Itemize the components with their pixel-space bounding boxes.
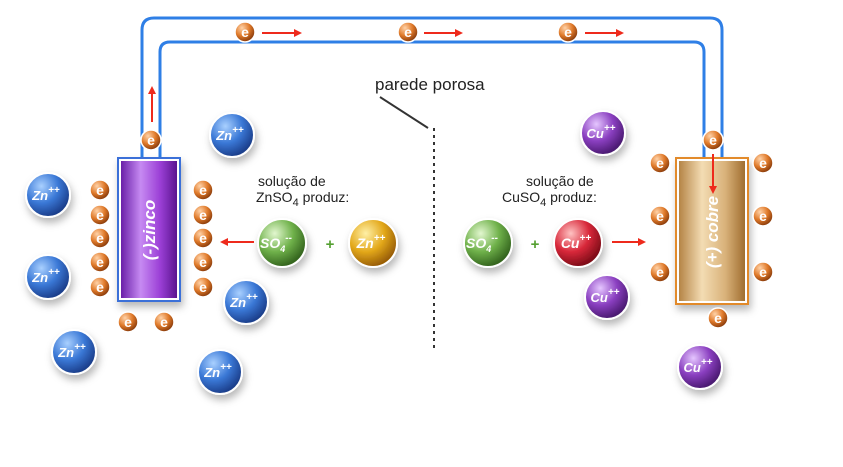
svg-text:e: e (656, 155, 664, 171)
electron: e (193, 228, 213, 248)
electron: e (753, 153, 773, 173)
plus-sign-cu: + (531, 236, 540, 253)
so4-ion: SO4-- (258, 219, 306, 267)
cu-solution-caption: solução de CuSO4 produz: (502, 173, 597, 209)
svg-text:e: e (147, 132, 155, 148)
cu-ion: Cu++ (585, 275, 629, 319)
svg-text:e: e (709, 132, 717, 148)
plus-sign-zn: + (326, 236, 335, 253)
electron: e (90, 228, 110, 248)
zn-solution-caption: solução de ZnSO4 produz: (256, 173, 349, 209)
electron: e (753, 262, 773, 282)
svg-text:e: e (199, 207, 207, 223)
zn-solution-line2: ZnSO4 produz: (256, 189, 349, 209)
zn-ion: Zn++ (224, 280, 268, 324)
electron: e (650, 262, 670, 282)
cu-ion: Cu++ (678, 345, 722, 389)
svg-text:e: e (564, 24, 572, 40)
electron: e (90, 205, 110, 225)
svg-text:e: e (96, 207, 104, 223)
zn-solution-line1: solução de (258, 173, 326, 189)
cu-reaction-ion: Cu++ (554, 219, 602, 267)
zn-ion: Zn++ (52, 330, 96, 374)
electron: e (398, 22, 418, 42)
electron: e (193, 180, 213, 200)
svg-text:e: e (199, 279, 207, 295)
cu-solution-line1: solução de (526, 173, 594, 189)
electron: e (650, 206, 670, 226)
electron: e (753, 206, 773, 226)
copper-electrode-label: (+) cobre (703, 196, 722, 268)
zinc-electrode: (-)zinco (118, 158, 180, 301)
zn-ion: Zn++ (210, 113, 254, 157)
electron: e (154, 312, 174, 332)
svg-text:e: e (759, 264, 767, 280)
electron: e (193, 252, 213, 272)
svg-text:e: e (241, 24, 249, 40)
svg-text:e: e (96, 279, 104, 295)
svg-text:e: e (96, 182, 104, 198)
svg-text:e: e (199, 182, 207, 198)
zn-reaction-ion: Zn++ (349, 219, 397, 267)
svg-text:e: e (96, 254, 104, 270)
svg-text:e: e (199, 230, 207, 246)
zn-ion: Zn++ (198, 350, 242, 394)
svg-text:e: e (199, 254, 207, 270)
svg-text:e: e (656, 264, 664, 280)
svg-text:e: e (759, 155, 767, 171)
electron: e (193, 205, 213, 225)
svg-text:e: e (404, 24, 412, 40)
svg-text:e: e (124, 314, 132, 330)
cu-solution-line2: CuSO4 produz: (502, 189, 597, 209)
svg-text:e: e (714, 310, 722, 326)
so4-ion: SO4-- (464, 219, 512, 267)
zn-ion: Zn++ (26, 255, 70, 299)
electron: e (558, 22, 578, 42)
porous-wall: parede porosa (375, 75, 485, 352)
electron: e (703, 130, 723, 150)
electron: e (650, 153, 670, 173)
svg-text:e: e (656, 208, 664, 224)
electron: e (708, 308, 728, 328)
cu-ion: Cu++ (581, 111, 625, 155)
svg-text:e: e (759, 208, 767, 224)
svg-text:e: e (96, 230, 104, 246)
electron: e (90, 252, 110, 272)
electron: e (141, 130, 161, 150)
zn-ion: Zn++ (26, 173, 70, 217)
electron: e (90, 277, 110, 297)
electron: e (235, 22, 255, 42)
svg-text:e: e (160, 314, 168, 330)
porous-wall-label: parede porosa (375, 75, 485, 94)
electron: e (90, 180, 110, 200)
electron: e (193, 277, 213, 297)
zinc-electrode-label: (-)zinco (140, 200, 159, 260)
electron: e (118, 312, 138, 332)
